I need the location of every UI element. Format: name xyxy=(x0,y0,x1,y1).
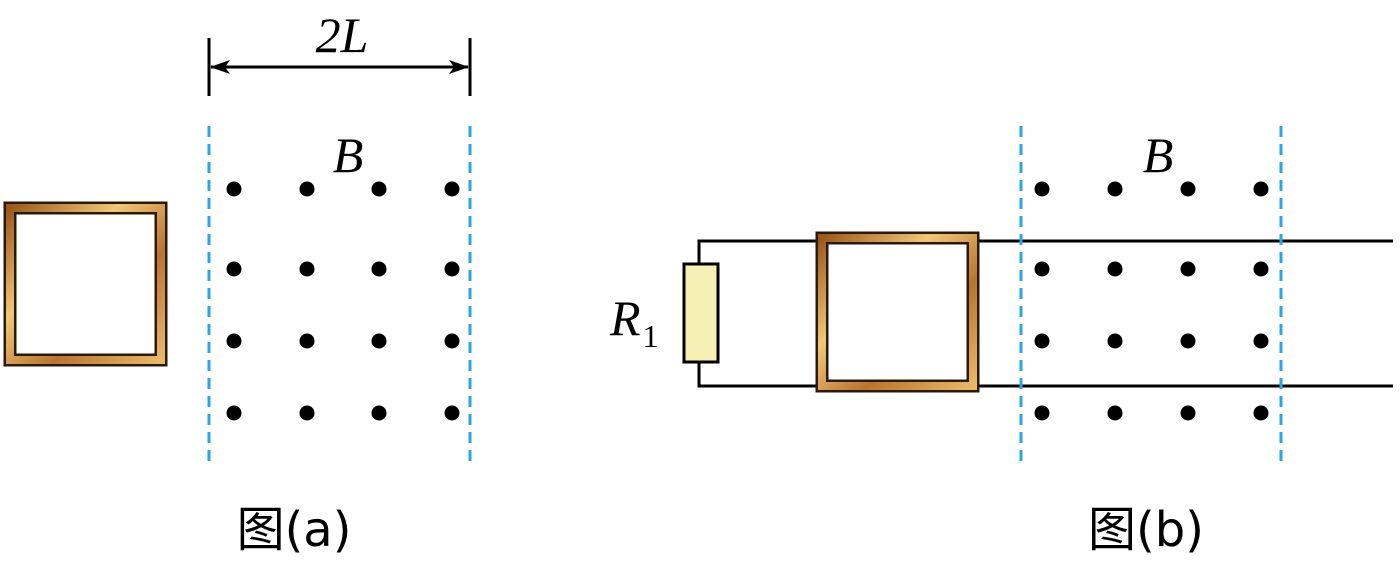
field-dot-a-r3-c4 xyxy=(444,333,460,349)
field-dot-a-r4-c1 xyxy=(226,405,242,421)
field-dot-a-r1-c4 xyxy=(444,181,460,197)
field-dot-b-r2-c2 xyxy=(1107,261,1123,277)
field-dot-a-r4-c3 xyxy=(371,405,387,421)
figure-b: R1 B 图(b) xyxy=(609,126,1393,558)
field-dot-a-r2-c4 xyxy=(444,261,460,277)
dimension-label: 2L xyxy=(316,7,369,63)
field-dot-b-r4-c1 xyxy=(1034,405,1050,421)
field-dot-a-r2-c2 xyxy=(299,261,315,277)
field-dots-b xyxy=(1034,181,1269,421)
field-dot-a-r4-c2 xyxy=(299,405,315,421)
field-label-b: B xyxy=(1143,127,1174,183)
figure-a: 2L B 图(a) xyxy=(3,7,472,558)
field-dot-b-r1-c3 xyxy=(1180,181,1196,197)
field-label-a: B xyxy=(333,127,364,183)
field-dot-b-r1-c4 xyxy=(1253,181,1269,197)
field-dot-b-r3-c3 xyxy=(1180,333,1196,349)
field-dot-a-r1-c3 xyxy=(371,181,387,197)
field-dot-a-r3-c1 xyxy=(226,333,242,349)
field-dot-a-r1-c1 xyxy=(226,181,242,197)
caption-b: 图(b) xyxy=(1088,502,1204,558)
coil-b xyxy=(815,231,980,393)
field-dot-a-r1-c2 xyxy=(299,181,315,197)
field-dot-a-r2-c1 xyxy=(226,261,242,277)
field-dot-b-r2-c4 xyxy=(1253,261,1269,277)
coil-a xyxy=(3,201,168,367)
field-dot-b-r4-c3 xyxy=(1180,405,1196,421)
caption-a: 图(a) xyxy=(237,502,352,558)
field-dot-b-r1-c2 xyxy=(1107,181,1123,197)
resistor-label: R1 xyxy=(609,290,659,354)
resistor-subscript: 1 xyxy=(643,318,659,354)
field-dot-b-r3-c4 xyxy=(1253,333,1269,349)
field-dot-b-r4-c4 xyxy=(1253,405,1269,421)
field-dot-b-r3-c1 xyxy=(1034,333,1050,349)
field-dot-b-r3-c2 xyxy=(1107,333,1123,349)
resistor-symbol: R xyxy=(609,290,641,346)
rail-bottom xyxy=(697,362,1393,388)
field-dot-a-r3-c3 xyxy=(371,333,387,349)
field-dot-b-r1-c1 xyxy=(1034,181,1050,197)
field-dot-b-r2-c1 xyxy=(1034,261,1050,277)
resistor xyxy=(682,262,720,364)
field-dot-a-r4-c4 xyxy=(444,405,460,421)
field-dot-a-r2-c3 xyxy=(371,261,387,277)
rail-top xyxy=(697,239,1393,264)
field-dot-b-r2-c3 xyxy=(1180,261,1196,277)
field-dots-a xyxy=(226,181,460,421)
field-dot-b-r4-c2 xyxy=(1107,405,1123,421)
field-dot-a-r3-c2 xyxy=(299,333,315,349)
